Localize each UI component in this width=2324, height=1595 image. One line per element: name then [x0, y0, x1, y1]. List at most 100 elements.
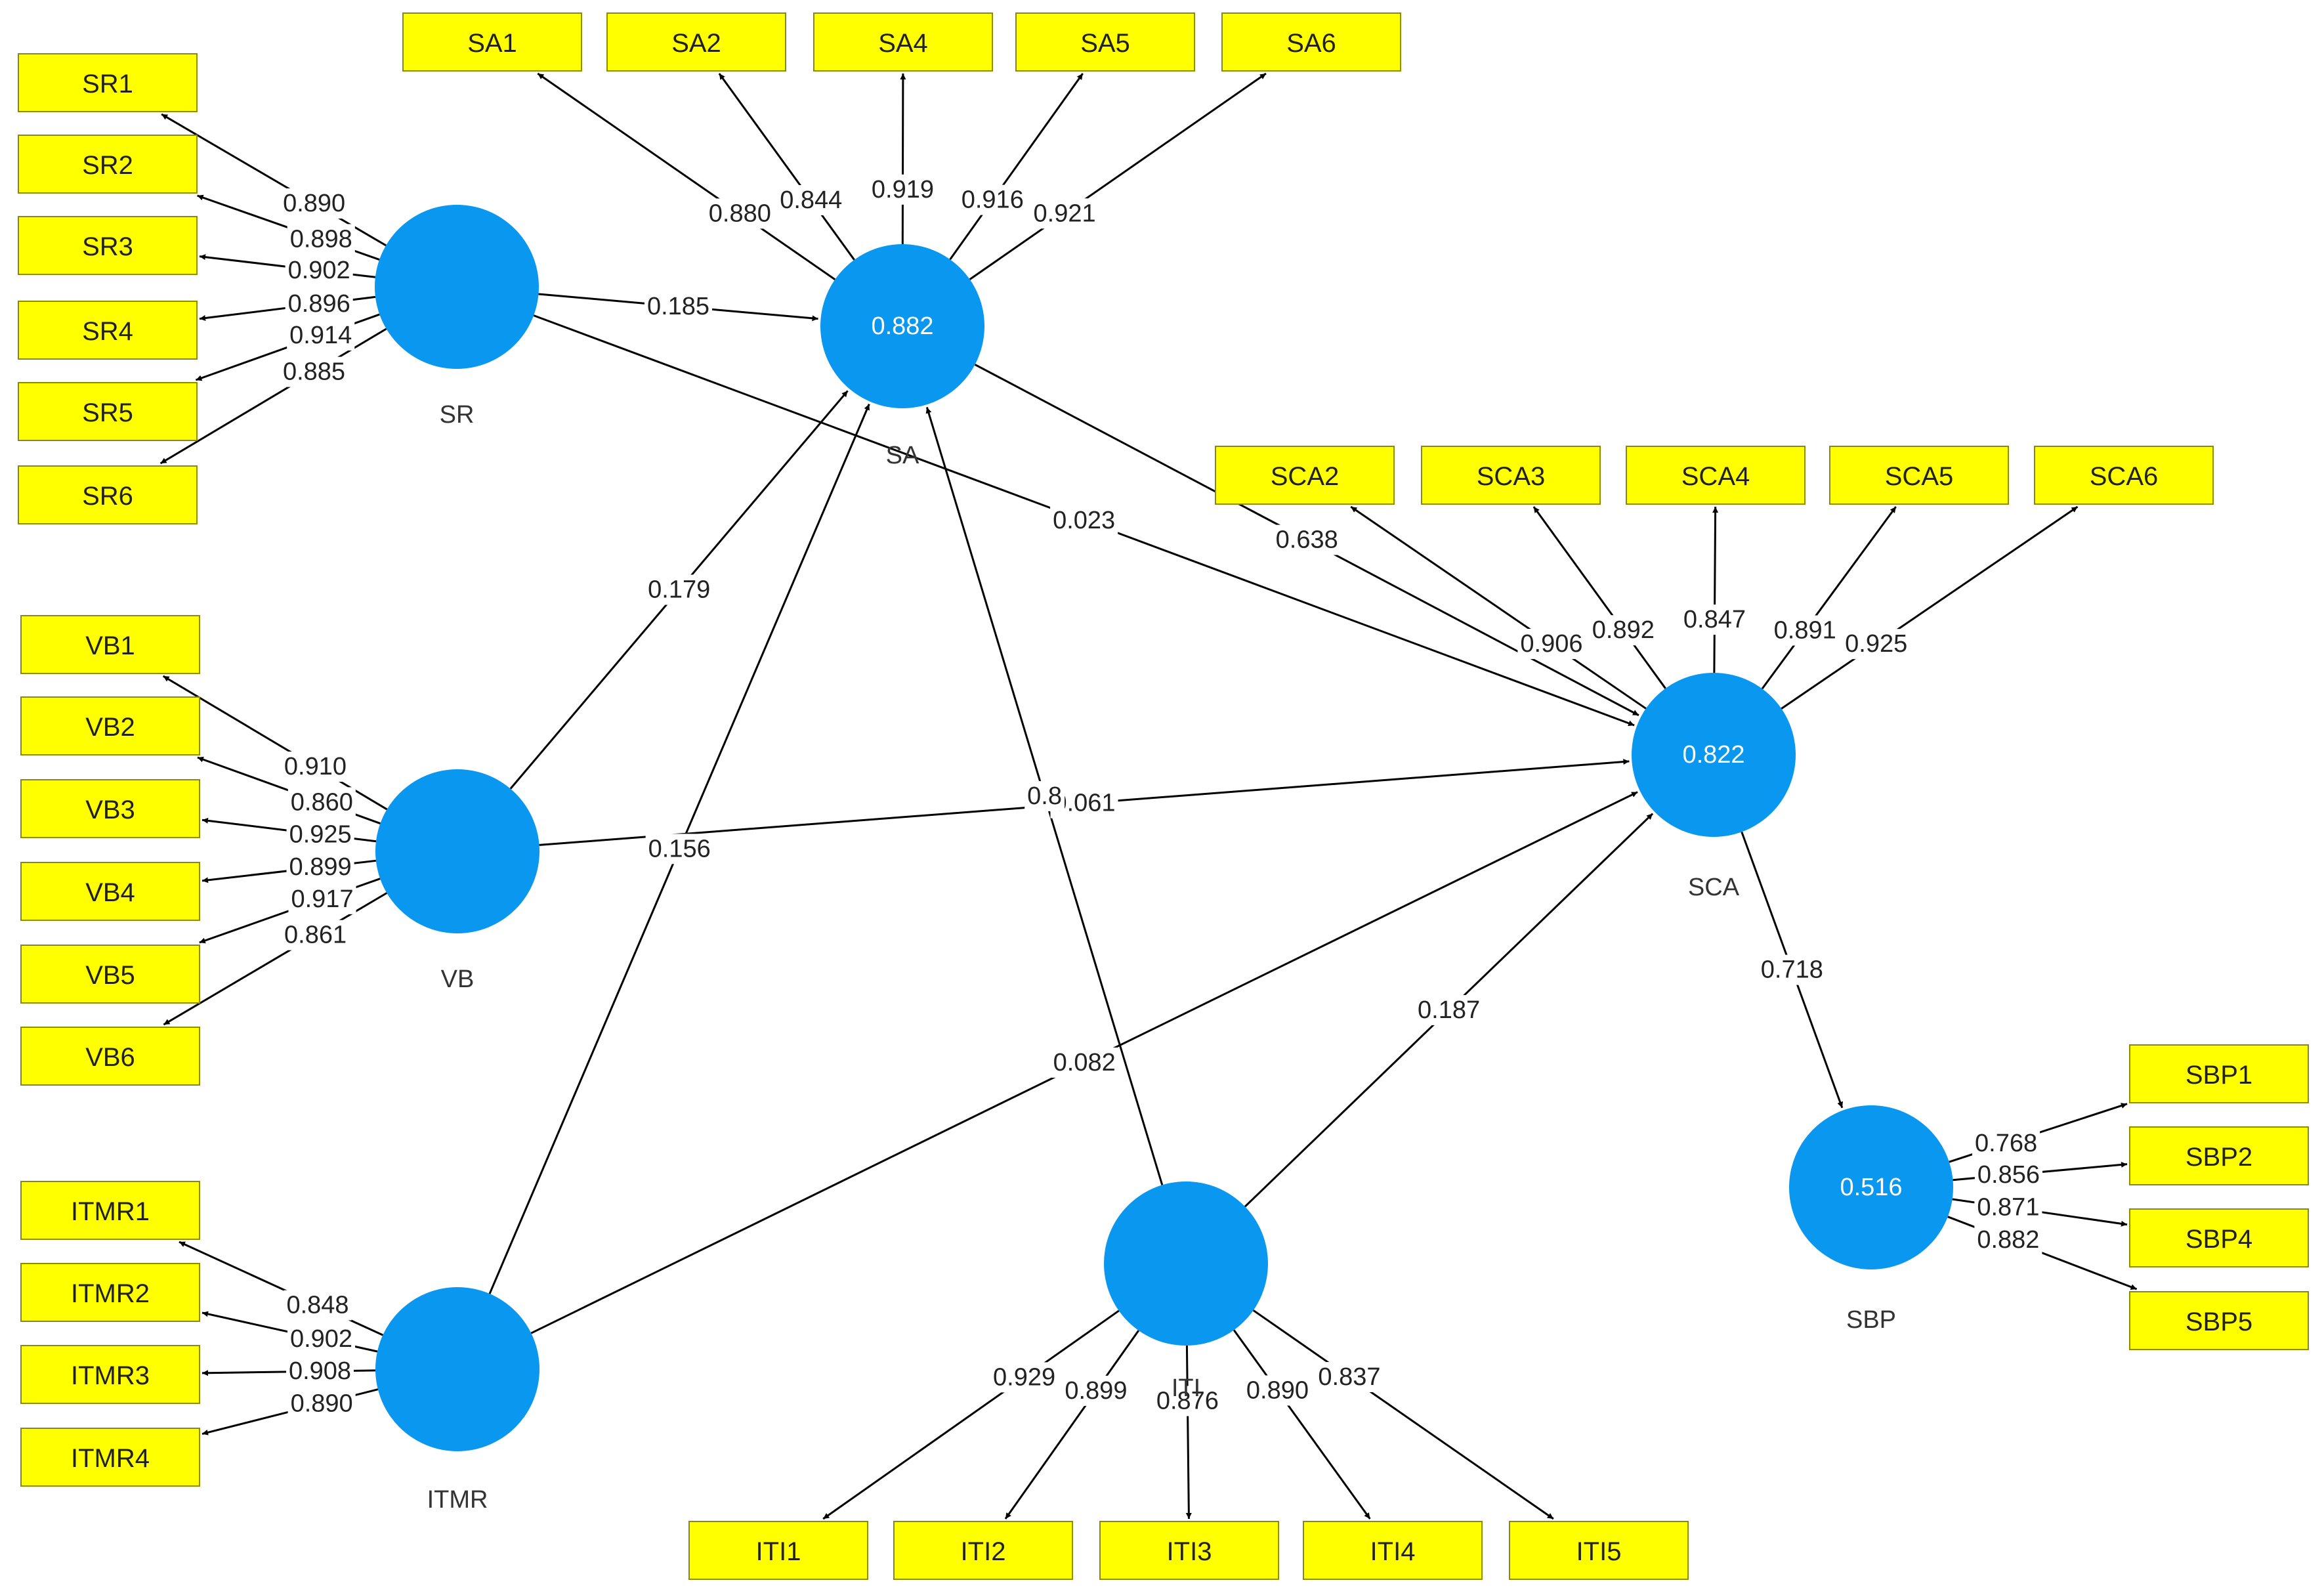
- loading-value-sa5: 0.916: [961, 186, 1024, 214]
- indicator-iti3[interactable]: ITI3: [1099, 1521, 1279, 1580]
- path-coef-itmr-sca-group: 0.082: [1050, 1047, 1118, 1078]
- indicator-sr1[interactable]: SR1: [18, 53, 198, 112]
- indicator-vb4-box: [20, 862, 200, 921]
- loading-value-iti5: 0.837: [1318, 1363, 1380, 1391]
- indicator-itmr1[interactable]: ITMR1: [20, 1181, 200, 1240]
- loading-sr1: [161, 113, 387, 247]
- loading-value-sr5-bg: [287, 320, 355, 351]
- loading-value-itmr3-group: 0.908: [285, 1356, 354, 1387]
- loading-value-sa1: 0.880: [709, 200, 771, 227]
- indicator-sa1-label: SA1: [467, 29, 517, 58]
- construct-sr[interactable]: [375, 205, 539, 369]
- loading-sa6: [969, 72, 1267, 280]
- indicator-sr2-box: [18, 135, 198, 194]
- indicator-iti2-label: ITI2: [961, 1537, 1006, 1566]
- loading-value-sbp5: 0.882: [1977, 1226, 2039, 1254]
- construct-sca[interactable]: [1632, 673, 1796, 837]
- loading-value-iti3: 0.876: [1156, 1387, 1219, 1414]
- indicator-sa5[interactable]: SA5: [1015, 12, 1195, 72]
- loading-value-sa5-bg: [958, 184, 1026, 215]
- indicator-sr5-label: SR5: [82, 398, 133, 427]
- indicator-sa6-box: [1221, 12, 1401, 72]
- indicator-sa4-box: [813, 12, 993, 72]
- construct-iti-label: ITI: [1172, 1374, 1200, 1402]
- indicator-sa4[interactable]: SA4: [813, 12, 993, 72]
- indicator-vb1-box: [20, 615, 200, 674]
- construct-sa[interactable]: [820, 244, 984, 408]
- loading-value-vb4-group: 0.899: [286, 852, 354, 883]
- indicator-vb4[interactable]: VB4: [20, 862, 200, 921]
- path-coef-vb-sa-bg: [645, 574, 713, 605]
- indicator-sbp4[interactable]: SBP4: [2129, 1208, 2309, 1267]
- loading-value-itmr1-bg: [284, 1290, 352, 1321]
- indicator-sbp2[interactable]: SBP2: [2129, 1126, 2309, 1185]
- indicator-itmr2[interactable]: ITMR2: [20, 1263, 200, 1322]
- loading-value-sr4: 0.896: [288, 290, 350, 318]
- indicator-vb6[interactable]: VB6: [20, 1027, 200, 1086]
- construct-sbp[interactable]: [1789, 1105, 1953, 1269]
- path-coef-itmr-sa-bg: [645, 834, 713, 864]
- indicator-vb5[interactable]: VB5: [20, 945, 200, 1004]
- loading-value-sr4-group: 0.896: [285, 289, 353, 320]
- indicator-vb5-label: VB5: [85, 961, 135, 990]
- path-coef-sr-sca-bg: [1050, 505, 1118, 536]
- loading-vb6: [163, 892, 388, 1026]
- indicator-itmr3[interactable]: ITMR3: [20, 1345, 200, 1404]
- loading-value-sca4: 0.847: [1683, 606, 1746, 633]
- indicator-sca3[interactable]: SCA3: [1421, 446, 1601, 505]
- indicator-sr5[interactable]: SR5: [18, 382, 198, 441]
- indicator-sca4-label: SCA4: [1681, 462, 1750, 491]
- indicator-vb3-box: [20, 779, 200, 838]
- indicator-sca4[interactable]: SCA4: [1626, 446, 1806, 505]
- indicator-vb2-box: [20, 696, 200, 755]
- indicator-sca5[interactable]: SCA5: [1829, 446, 2009, 505]
- loading-value-sr3-group: 0.902: [285, 255, 353, 286]
- indicator-itmr3-label: ITMR3: [71, 1361, 150, 1390]
- construct-vb[interactable]: [375, 769, 539, 933]
- indicator-sa2-box: [606, 12, 786, 72]
- indicator-sa1[interactable]: SA1: [402, 12, 582, 72]
- path-coef-sa-sca: 0.638: [1276, 526, 1338, 554]
- loading-value-iti5-bg: [1315, 1361, 1384, 1392]
- construct-itmr-label: ITMR: [427, 1486, 488, 1514]
- indicator-vb1-label: VB1: [85, 631, 135, 660]
- indicator-vb1[interactable]: VB1: [20, 615, 200, 674]
- indicator-sca6[interactable]: SCA6: [2034, 446, 2214, 505]
- indicator-sr2-label: SR2: [82, 151, 133, 180]
- loading-value-sr2: 0.898: [290, 225, 352, 253]
- indicator-iti1[interactable]: ITI1: [688, 1521, 868, 1580]
- loading-value-sr4-bg: [285, 289, 353, 320]
- loading-value-sca5-group: 0.891: [1771, 615, 1839, 646]
- indicator-sa2[interactable]: SA2: [606, 12, 786, 72]
- indicator-iti2-box: [893, 1521, 1073, 1580]
- path-coef-sr-sca-group: 0.023: [1050, 505, 1118, 536]
- construct-itmr[interactable]: [375, 1287, 539, 1451]
- indicator-vb3[interactable]: VB3: [20, 779, 200, 838]
- indicator-sbp4-box: [2129, 1208, 2309, 1267]
- loading-value-sa6-bg: [1030, 198, 1099, 229]
- indicator-iti4[interactable]: ITI4: [1303, 1521, 1483, 1580]
- construct-iti[interactable]: [1104, 1181, 1268, 1346]
- indicator-sr6[interactable]: SR6: [18, 465, 198, 524]
- indicator-sr2[interactable]: SR2: [18, 135, 198, 194]
- indicator-sr4[interactable]: SR4: [18, 301, 198, 360]
- indicator-iti2[interactable]: ITI2: [893, 1521, 1073, 1580]
- loading-value-sca3-bg: [1589, 615, 1657, 646]
- loading-value-sr1-bg: [280, 188, 349, 219]
- indicator-vb2[interactable]: VB2: [20, 696, 200, 755]
- loading-sa5: [949, 73, 1084, 261]
- indicator-sbp1[interactable]: SBP1: [2129, 1044, 2309, 1103]
- indicator-sca2[interactable]: SCA2: [1215, 446, 1395, 505]
- indicator-sr3[interactable]: SR3: [18, 216, 198, 275]
- indicator-sbp2-label: SBP2: [2186, 1143, 2252, 1172]
- path-coef-itmr-sca-bg: [1050, 1047, 1118, 1078]
- indicator-iti5[interactable]: ITI5: [1509, 1521, 1689, 1580]
- indicator-itmr4[interactable]: ITMR4: [20, 1428, 200, 1487]
- loading-value-iti1-group: 0.929: [990, 1362, 1059, 1393]
- loading-value-vb6-bg: [282, 920, 350, 950]
- indicator-sbp5[interactable]: SBP5: [2129, 1291, 2309, 1350]
- loading-value-vb4-bg: [286, 852, 354, 883]
- indicator-sa6[interactable]: SA6: [1221, 12, 1401, 72]
- loading-value-vb1-bg: [281, 752, 350, 782]
